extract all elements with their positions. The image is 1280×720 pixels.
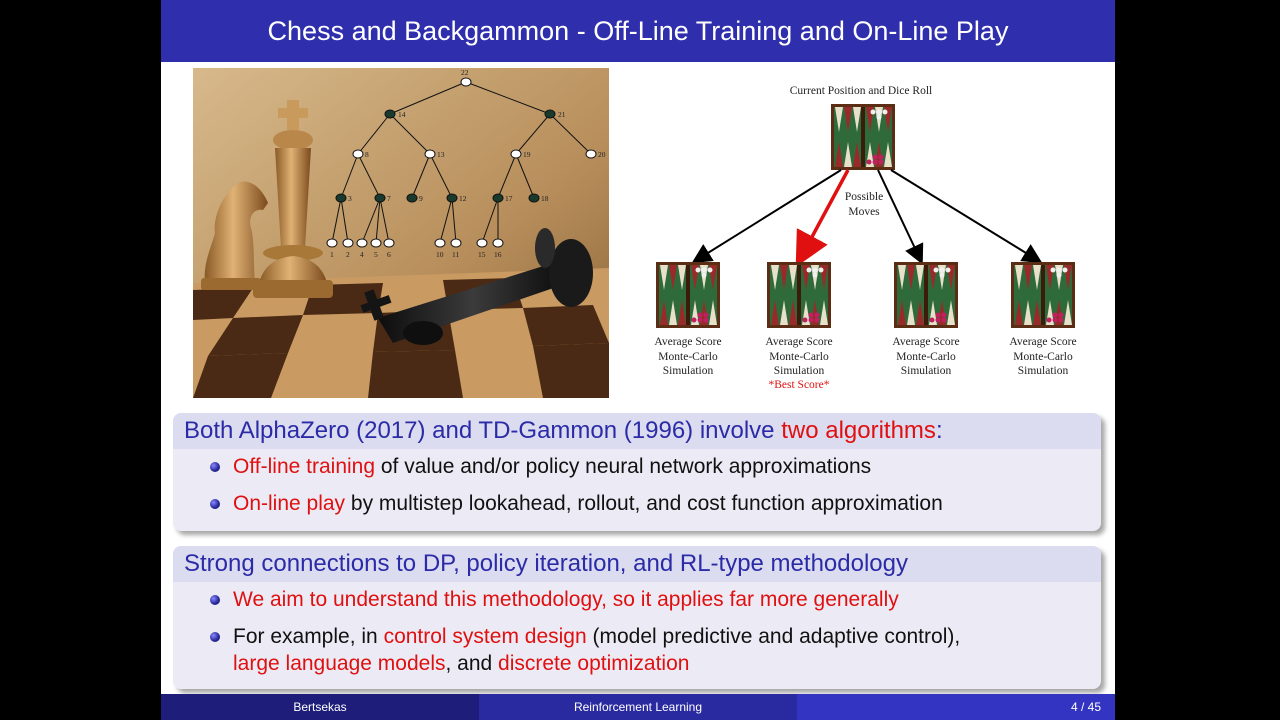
list-item-offline-training: Off-line training of value and/or policy…: [173, 453, 1101, 480]
svg-text:1: 1: [330, 250, 334, 259]
board-3-caption: Average Score Monte-Carlo Simulation: [892, 336, 959, 377]
svg-text:Monte-Carlo: Monte-Carlo: [896, 351, 956, 363]
footer-page-number: 4 / 45: [797, 694, 1115, 720]
svg-text:9: 9: [419, 194, 423, 203]
slide-title-bar: Chess and Backgammon - Off-Line Training…: [161, 0, 1115, 62]
svg-text:Simulation: Simulation: [901, 365, 952, 377]
possible-moves-label-2: Moves: [848, 206, 880, 218]
svg-text:22: 22: [461, 68, 469, 77]
slide: Chess and Backgammon - Off-Line Training…: [161, 0, 1115, 720]
bullet-icon: [210, 462, 220, 472]
svg-text:Simulation: Simulation: [774, 365, 825, 377]
board-2-caption: Average Score Monte-Carlo Simulation *Be…: [765, 336, 832, 391]
board-3: [894, 262, 958, 328]
svg-text:4: 4: [360, 250, 364, 259]
game-tree-nodes: [326, 77, 597, 248]
block1-title: Both AlphaZero (2017) and TD-Gammon (199…: [173, 413, 1101, 449]
list-item-aim: We aim to understand this methodology, s…: [173, 586, 1101, 613]
two-algorithms-block: Both AlphaZero (2017) and TD-Gammon (199…: [173, 413, 1101, 531]
board-4-caption: Average Score Monte-Carlo Simulation: [1009, 336, 1076, 377]
svg-text:6: 6: [387, 250, 391, 259]
svg-text:17: 17: [505, 194, 513, 203]
svg-text:3: 3: [348, 194, 352, 203]
svg-text:Average Score: Average Score: [892, 336, 959, 348]
move-arrows: [691, 169, 1043, 268]
bullet-icon: [210, 632, 220, 642]
svg-text:5: 5: [374, 250, 378, 259]
game-tree: [331, 81, 592, 244]
bullet-icon: [210, 499, 220, 509]
bullet-icon: [210, 595, 220, 605]
white-knight: [201, 181, 268, 290]
slide-footer: Bertsekas Reinforcement Learning 4 / 45: [161, 694, 1115, 720]
chess-photo: 22 14 21 8 13 19 20 3 7 9 12 17 18 1 2 4…: [193, 68, 609, 398]
current-position-label: Current Position and Dice Roll: [790, 85, 932, 97]
footer-author: Bertsekas: [161, 694, 479, 720]
slide-title: Chess and Backgammon - Off-Line Training…: [267, 15, 1009, 46]
svg-text:Monte-Carlo: Monte-Carlo: [658, 351, 718, 363]
current-board: [831, 104, 895, 170]
svg-text:Monte-Carlo: Monte-Carlo: [1013, 351, 1073, 363]
svg-text:Average Score: Average Score: [654, 336, 721, 348]
list-item-example: For example, in control system design (m…: [173, 623, 1101, 677]
board-2: [767, 262, 831, 328]
svg-text:16: 16: [494, 250, 502, 259]
footer-course: Reinforcement Learning: [479, 694, 797, 720]
svg-text:13: 13: [437, 150, 445, 159]
svg-text:21: 21: [558, 110, 566, 119]
list-item-online-play: On-line play by multistep lookahead, rol…: [173, 490, 1101, 517]
svg-text:11: 11: [452, 250, 459, 259]
connections-block: Strong connections to DP, policy iterati…: [173, 546, 1101, 689]
svg-text:Average Score: Average Score: [765, 336, 832, 348]
best-score-label: *Best Score*: [768, 379, 829, 391]
svg-text:20: 20: [598, 150, 606, 159]
svg-text:18: 18: [541, 194, 549, 203]
possible-moves-label-1: Possible: [845, 191, 883, 203]
block2-title: Strong connections to DP, policy iterati…: [173, 546, 1101, 582]
svg-text:14: 14: [398, 110, 406, 119]
svg-text:10: 10: [436, 250, 444, 259]
svg-text:19: 19: [523, 150, 531, 159]
svg-text:Simulation: Simulation: [663, 365, 714, 377]
svg-text:7: 7: [387, 194, 391, 203]
board-4: [1011, 262, 1075, 328]
svg-text:8: 8: [365, 150, 369, 159]
svg-text:Simulation: Simulation: [1018, 365, 1069, 377]
white-king: [253, 100, 333, 298]
board-1-caption: Average Score Monte-Carlo Simulation: [654, 336, 721, 377]
svg-text:2: 2: [346, 250, 350, 259]
black-king-fallen: [360, 228, 593, 345]
svg-text:Monte-Carlo: Monte-Carlo: [769, 351, 829, 363]
backgammon-diagram: Current Position and Dice Roll Possible …: [654, 85, 1076, 391]
svg-text:Average Score: Average Score: [1009, 336, 1076, 348]
svg-text:15: 15: [478, 250, 486, 259]
board-1: [656, 262, 720, 328]
svg-text:12: 12: [459, 194, 467, 203]
game-tree-labels: 22 14 21 8 13 19 20 3 7 9 12 17 18 1 2 4…: [330, 68, 606, 259]
